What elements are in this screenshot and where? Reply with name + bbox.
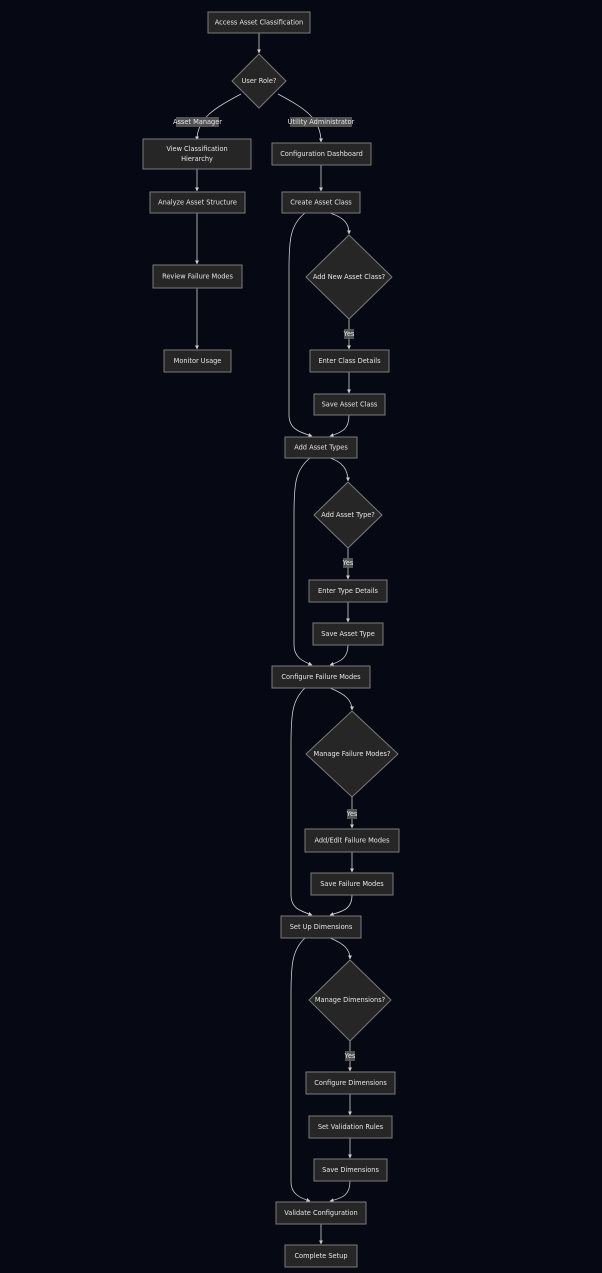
node-save-dimensions[interactable]: Save Dimensions [313,1158,388,1182]
node-save-asset-class[interactable]: Save Asset Class [313,393,386,416]
node-add-edit-failure-modes[interactable]: Add/Edit Failure Modes [304,828,400,853]
svg-text:Yes: Yes [344,1052,356,1060]
svg-text:Configure Failure Modes: Configure Failure Modes [281,673,361,681]
svg-text:Yes: Yes [343,330,355,338]
edge-create-addtypes-bypass [288,212,313,437]
edge-label-utility-admin: Utility Administrator [288,117,355,127]
edge-setupdim-managedimq [329,937,352,960]
svg-text:Yes: Yes [346,810,358,818]
edge-savefm-setupdim [329,894,353,917]
svg-text:View Classification: View Classification [166,145,227,153]
edge-role-view [195,93,242,141]
edge-savedim-validate [329,1180,351,1203]
edge-configfm-setupdim-bypass [290,687,313,916]
svg-text:Add New Asset Class?: Add New Asset Class? [313,273,386,281]
svg-text:Enter Class Details: Enter Class Details [318,357,381,365]
nodes: Access Asset Classification User Role? V… [142,11,400,1268]
edge-saveclass-addtypes [329,414,350,437]
svg-text:Manage Dimensions?: Manage Dimensions? [315,996,386,1004]
node-add-new-asset-class-decision[interactable]: Add New Asset Class? [305,234,393,320]
node-configuration-dashboard[interactable]: Configuration Dashboard [271,142,372,166]
node-add-asset-types[interactable]: Add Asset Types [284,436,358,459]
node-analyze-asset-structure[interactable]: Analyze Asset Structure [149,191,246,214]
svg-text:Configure Dimensions: Configure Dimensions [314,1079,387,1087]
svg-text:Asset Manager: Asset Manager [173,118,222,126]
svg-text:Validate Configuration: Validate Configuration [284,1209,357,1217]
svg-text:Enter Type Details: Enter Type Details [318,587,378,595]
node-save-asset-type[interactable]: Save Asset Type [312,622,384,646]
edge-role-dashboard [277,93,323,143]
edge-create-addclassq [329,212,351,235]
edge-label-yes-class: Yes [343,329,355,339]
svg-text:Save Dimensions: Save Dimensions [322,1166,379,1174]
node-set-up-dimensions[interactable]: Set Up Dimensions [280,915,362,939]
edge-setupdim-validate-bypass [290,937,311,1202]
node-add-asset-type-decision[interactable]: Add Asset Type? [313,481,383,549]
edge-savetype-configfm [329,644,349,666]
node-review-failure-modes[interactable]: Review Failure Modes [152,264,243,289]
svg-text:Review Failure Modes: Review Failure Modes [162,273,233,281]
node-validate-configuration[interactable]: Validate Configuration [275,1201,367,1225]
svg-text:User Role?: User Role? [242,77,277,85]
edge-labels: Asset Manager Utility Administrator Yes … [173,117,358,1061]
node-view-classification-hierarchy[interactable]: View Classification Hierarchy [142,138,252,170]
edge-label-yes-dim: Yes [344,1051,356,1061]
node-enter-type-details[interactable]: Enter Type Details [308,579,388,603]
node-access-asset-classification[interactable]: Access Asset Classification [207,11,311,34]
node-user-role-decision[interactable]: User Role? [231,53,287,109]
node-configure-dimensions[interactable]: Configure Dimensions [305,1071,396,1095]
edge-label-yes-type: Yes [342,558,354,568]
node-configure-failure-modes[interactable]: Configure Failure Modes [271,665,371,689]
edge-label-yes-fm: Yes [346,809,358,819]
svg-text:Hierarchy: Hierarchy [181,155,213,163]
svg-text:Save Asset Type: Save Asset Type [321,630,375,638]
edges [195,33,354,1245]
edge-label-asset-manager: Asset Manager [173,117,222,127]
svg-text:Add Asset Type?: Add Asset Type? [321,511,375,519]
svg-text:Set Validation Rules: Set Validation Rules [318,1123,384,1131]
svg-text:Configuration Dashboard: Configuration Dashboard [280,150,363,158]
edge-addtypes-addtypeq [329,457,350,482]
node-create-asset-class[interactable]: Create Asset Class [281,191,361,214]
svg-text:Save Failure Modes: Save Failure Modes [320,880,384,888]
edge-configfm-managefmq [329,687,354,711]
node-enter-class-details[interactable]: Enter Class Details [309,349,390,373]
node-manage-dimensions-decision[interactable]: Manage Dimensions? [308,959,392,1042]
svg-text:Add/Edit Failure Modes: Add/Edit Failure Modes [314,837,390,845]
node-set-validation-rules[interactable]: Set Validation Rules [308,1115,393,1139]
svg-text:Save Asset Class: Save Asset Class [322,401,378,409]
svg-text:Manage Failure Modes?: Manage Failure Modes? [314,750,391,758]
node-complete-setup[interactable]: Complete Setup [284,1244,358,1268]
node-manage-failure-modes-decision[interactable]: Manage Failure Modes? [305,710,399,798]
svg-text:Utility Administrator: Utility Administrator [288,118,355,126]
svg-text:Monitor Usage: Monitor Usage [174,357,222,365]
svg-text:Yes: Yes [342,559,354,567]
svg-text:Create Asset Class: Create Asset Class [290,199,352,207]
edge-addtypes-configfm-bypass [293,457,313,666]
svg-text:Add Asset Types: Add Asset Types [294,444,348,452]
node-save-failure-modes[interactable]: Save Failure Modes [310,872,394,896]
svg-text:Access Asset Classification: Access Asset Classification [215,19,303,27]
node-monitor-usage[interactable]: Monitor Usage [163,349,232,373]
svg-text:Set Up Dimensions: Set Up Dimensions [290,923,353,931]
svg-text:Analyze Asset Structure: Analyze Asset Structure [158,199,237,207]
svg-text:Complete Setup: Complete Setup [294,1252,347,1260]
